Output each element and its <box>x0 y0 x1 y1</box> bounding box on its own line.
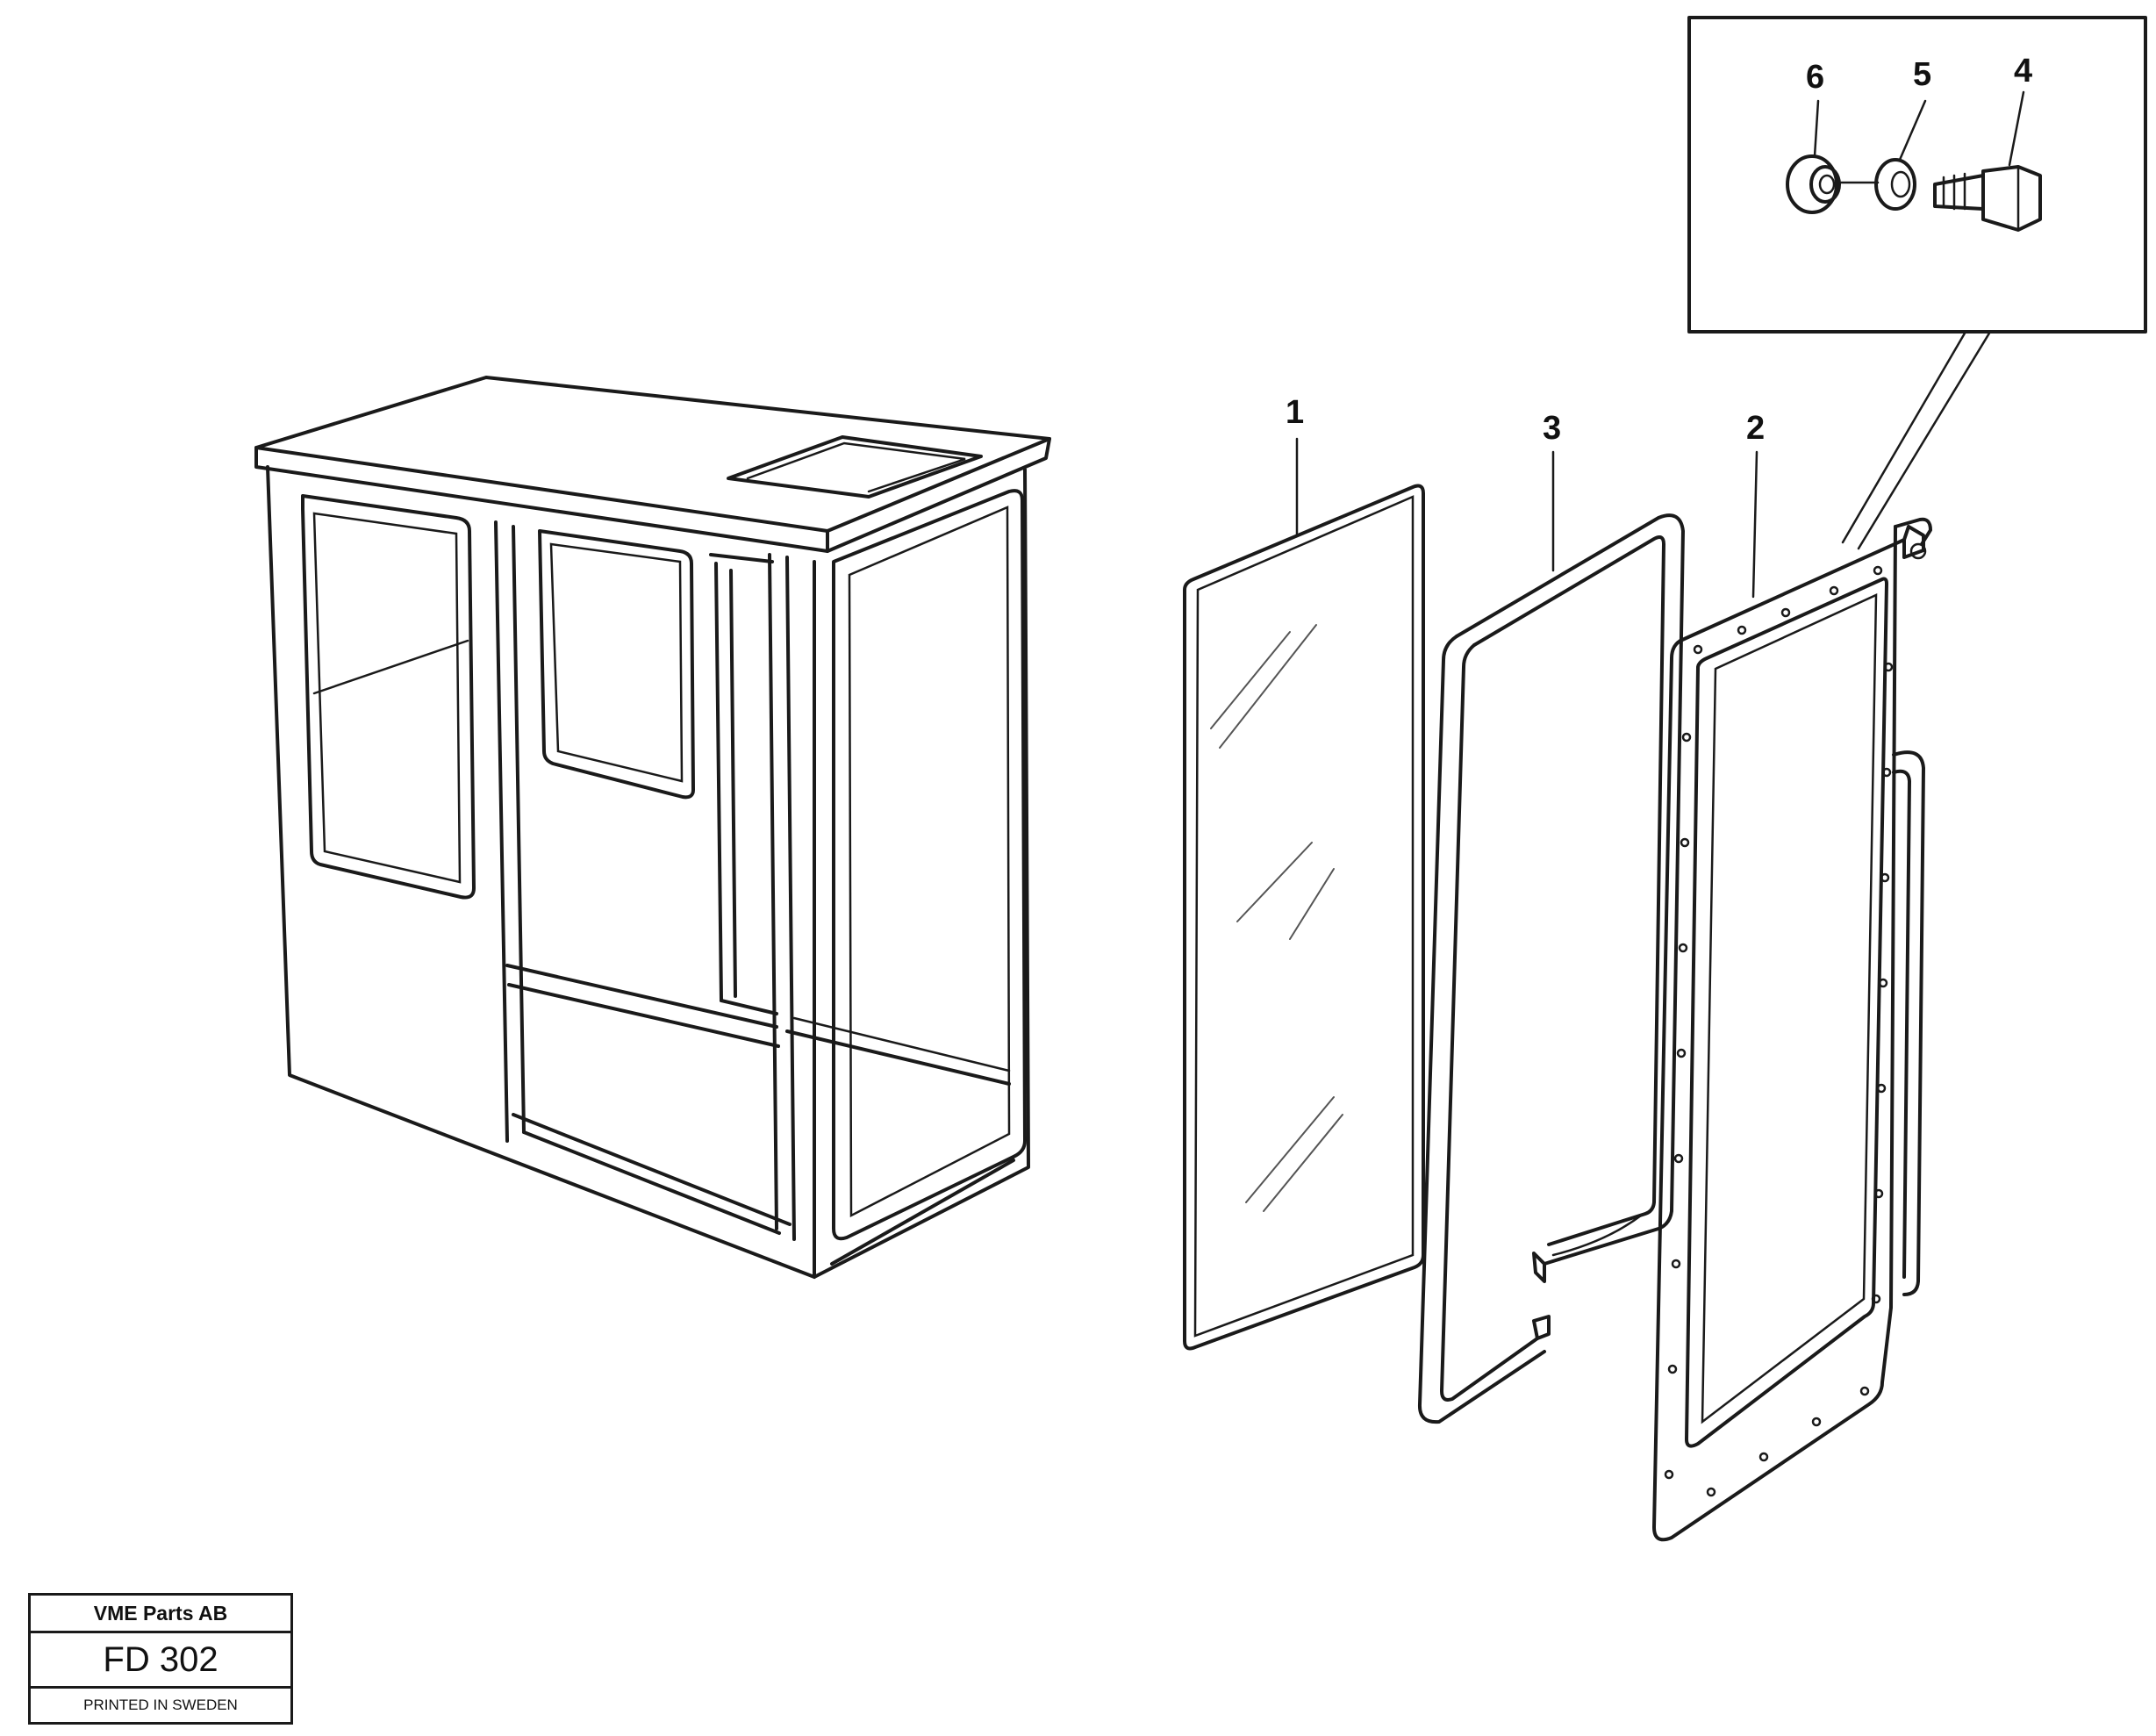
glass-pane <box>1183 484 1425 1351</box>
stamp-printed-in: PRINTED IN SWEDEN <box>83 1697 238 1713</box>
stamp-drawing-code: FD 302 <box>31 1633 290 1689</box>
callout-6: 6 <box>1806 59 1824 96</box>
hardware-detail-inset <box>1687 16 2147 550</box>
callout-leaders <box>1295 437 1758 599</box>
callout-3: 3 <box>1543 410 1561 447</box>
stamp-company: VME Parts AB <box>31 1596 290 1633</box>
title-stamp: VME Parts AB FD 302 PRINTED IN SWEDEN <box>28 1593 293 1725</box>
rubber-seal <box>1417 513 1685 1424</box>
callout-1: 1 <box>1286 394 1304 431</box>
frame-bolt-holes <box>1664 565 1894 1497</box>
washer <box>1874 158 1916 211</box>
cab-frame <box>254 376 1051 1279</box>
flange-nut <box>1786 154 1841 214</box>
callout-2: 2 <box>1746 410 1765 447</box>
callout-5: 5 <box>1913 56 1931 93</box>
bolt <box>1933 165 2042 232</box>
callout-4: 4 <box>2014 53 2032 90</box>
mounting-frame <box>1652 517 1932 1542</box>
